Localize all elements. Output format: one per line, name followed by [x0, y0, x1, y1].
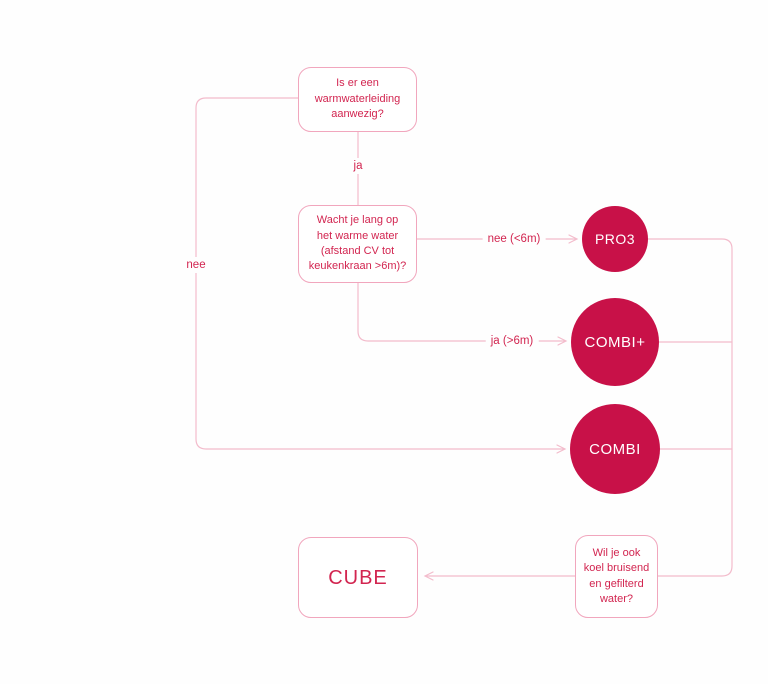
arrowhead-combi	[556, 444, 567, 454]
edge-label-ja: ja	[348, 158, 368, 174]
node-label: Wacht je lang op het warme water (afstan…	[308, 214, 407, 273]
node-question-wachttijd: Wacht je lang op het warme water (afstan…	[298, 205, 417, 283]
node-label: COMBI+	[584, 333, 646, 351]
node-label: PRO3	[594, 231, 636, 247]
node-result-combiplus: COMBI+	[571, 298, 659, 386]
node-label: Is er een warmwaterleiding aanwezig?	[314, 77, 401, 121]
edge-label-nee: nee	[181, 257, 211, 273]
node-result-combi: COMBI	[570, 404, 660, 494]
arrowhead-pro3	[568, 234, 579, 244]
node-label: Wil je ook koel bruisend en gefilterd wa…	[583, 546, 650, 605]
edge-label-nee-kleiner-6m: nee (<6m)	[482, 231, 546, 247]
node-question-koelwater: Wil je ook koel bruisend en gefilterd wa…	[575, 535, 658, 618]
arrowhead-cube	[423, 571, 434, 581]
edge-nee-line	[195, 97, 565, 450]
edge-pro3-to-q3	[647, 238, 733, 577]
edge-ja6m-line	[357, 282, 566, 342]
node-label: COMBI	[589, 440, 641, 458]
node-result-cube: CUBE	[298, 537, 418, 618]
edge-label-ja-groter-6m: ja (>6m)	[485, 333, 539, 349]
node-label: CUBE	[328, 566, 388, 589]
node-question-warmwaterleiding: Is er een warmwaterleiding aanwezig?	[298, 67, 417, 132]
node-result-pro3: PRO3	[582, 206, 648, 272]
arrowhead-combiplus	[557, 336, 568, 346]
